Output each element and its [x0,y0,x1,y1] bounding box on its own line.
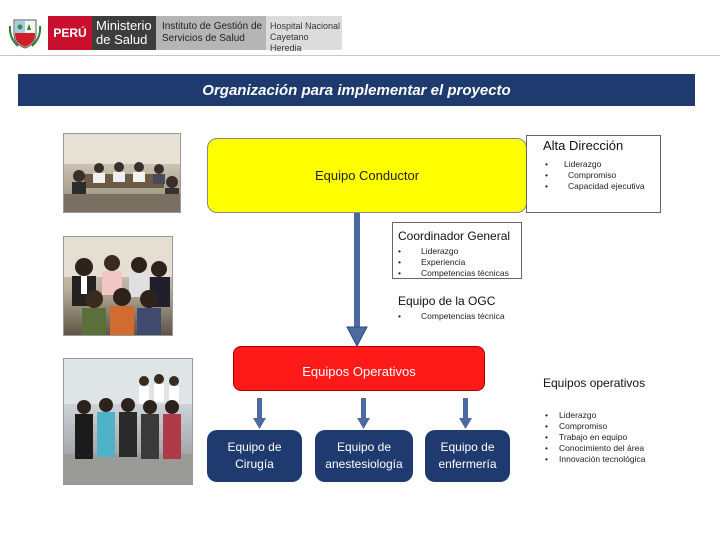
list-item: •Liderazgo [545,410,597,420]
ministerio-line2: de Salud [96,32,148,47]
coordinador-general-box [392,222,522,279]
list-item: •Competencias técnicas [398,268,509,278]
group-photo [63,236,173,336]
list-item: •Innovación tecnológica [545,454,646,464]
list-item: •Liderazgo [545,159,602,169]
equipo-conductor-box: Equipo Conductor [207,138,527,213]
list-item: •Capacidad ejecutiva [545,181,645,191]
cirugia-line2: Cirugía [235,457,274,471]
coordinador-general-title: Coordinador General [398,229,511,243]
alta-direccion-title: Alta Dirección [543,138,624,153]
list-item: •Conocimiento del área [545,443,645,453]
ogc-list: •Competencias técnica [398,311,505,322]
list-item: •Trabajo en equipo [545,432,628,442]
hospital-line2: Cayetano Heredia [270,32,309,53]
government-header: PERÚ Ministerio de Salud Instituto de Ge… [8,14,342,53]
alta-direccion-box [526,135,661,213]
instituto-line1: Instituto de Gestión de [162,21,263,32]
team-connector-arrows [253,398,472,429]
equipo-cirugia-box: Equipo de Cirugía [207,430,302,482]
cirugia-line1: Equipo de [227,440,282,454]
enfermeria-line1: Equipo de [440,440,495,454]
ministerio-label: Ministerio de Salud [92,16,156,50]
header-divider [0,55,720,56]
equipo-anestesiologia-box: Equipo de anestesiología [315,430,413,482]
equipos-operativos-title: Equipos operativos [543,376,646,390]
down-arrow-icon [346,213,368,348]
staff-photo [63,358,193,485]
meeting-room-photo [63,133,181,213]
coordinador-list: •Liderazgo •Experiencia •Competencias té… [398,246,509,279]
slide-title: Organización para implementar el proyect… [18,74,695,106]
instituto-label: Instituto de Gestión de Servicios de Sal… [156,16,266,50]
alta-direccion-list: •Liderazgo •Compromiso •Capacidad ejecut… [545,159,645,192]
list-item: •Liderazgo [398,246,459,256]
anestesiologia-line2: anestesiología [325,457,403,471]
coat-of-arms-icon [8,19,42,49]
instituto-line2: Servicios de Salud [162,33,245,44]
anestesiologia-line1: Equipo de [336,440,392,454]
list-item: •Compromiso [545,421,608,431]
enfermeria-line2: enfermería [438,457,497,471]
ministerio-line1: Ministerio [96,18,152,33]
peru-label: PERÚ [48,16,92,50]
equipo-enfermeria-box: Equipo de enfermería [425,430,510,482]
hospital-label: Hospital Nacional Cayetano Heredia [266,16,342,53]
equipos-operativos-box: Equipos Operativos [233,346,485,391]
hospital-line1: Hospital Nacional [270,21,341,31]
list-item: •Compromiso [545,170,617,180]
equipos-operativos-list: •Liderazgo •Compromiso •Trabajo en equip… [545,410,645,465]
list-item: •Competencias técnica [398,311,505,321]
equipo-ogc-title: Equipo de la OGC [398,294,496,308]
list-item: •Experiencia [398,257,466,267]
